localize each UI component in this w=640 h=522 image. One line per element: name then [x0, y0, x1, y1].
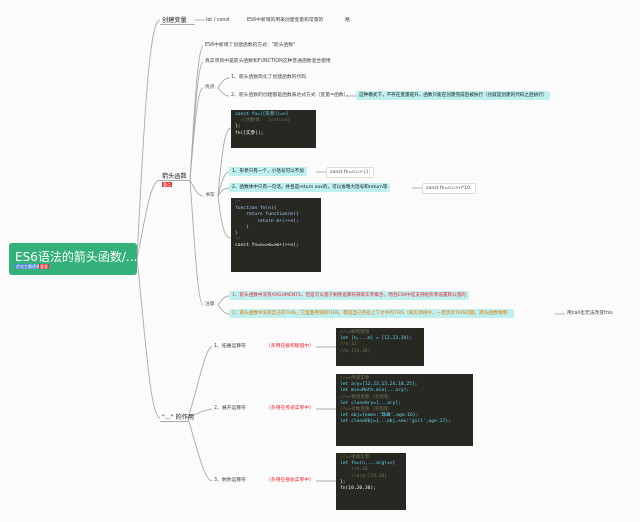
topic-arrow-function[interactable]: 箭头函数	[162, 173, 187, 180]
omitted-node[interactable]: 略	[345, 18, 350, 23]
pros-item-1[interactable]: 1、箭头函数简化了创建函数的代码	[231, 75, 307, 80]
syntax-label[interactable]: 书写	[205, 193, 215, 198]
syntax-example-1[interactable]: const fn=n=>{};	[326, 167, 375, 178]
syntax-rule-1[interactable]: 1、形参只有一个，小括号可以不加	[229, 167, 307, 176]
arrow-tag-key: 重点	[162, 182, 172, 187]
syntax-code-block-2: /* function fn(n){ return function(m){ r…	[231, 198, 321, 272]
topic-create-variable[interactable]: 创建变量	[162, 17, 187, 24]
dots-item-3-hint: （多用在接收实参中）	[266, 478, 314, 483]
note-this[interactable]: 2、箭头函数中没有自己的THIS，它里面用到的THIS，都是自己所处上下文中的T…	[229, 309, 515, 318]
dots-item-1-hint: （多用在解构赋值中）	[266, 344, 314, 349]
root-tag-theme: 优化主题逻辑	[15, 264, 41, 269]
notes-label[interactable]: 注意	[205, 302, 215, 307]
create-var-desc-node[interactable]: ES6中新增的用来创建变量和常量的	[247, 18, 324, 23]
root-topic[interactable]: ES6语法的箭头函数/... 优化主题逻辑 重要	[9, 243, 137, 275]
syntax-rule-2[interactable]: 2、函数体中只有一句话，并且是return xxx的，可以省略大括号和retur…	[229, 183, 391, 192]
dots-code-1: //=>解构赋值 let [n,...m] = [12,23,34]; //n:…	[336, 328, 424, 366]
dots-code-2: //=>传递实参 let ary=[12,23,13,24,10,25]; le…	[336, 374, 473, 446]
arrow-intro-node[interactable]: ES6中新增了创建函数的方式："箭头函数"	[205, 43, 296, 48]
root-tag-important: 重要	[39, 264, 49, 269]
syntax-code-block-1: const fn=([形参])=>{ //函数体 (return) }; fn(…	[231, 110, 316, 148]
arrow-mixed-use-node[interactable]: 真实项目中是箭头函数和FUNCTION这种普通函数混合使用	[205, 59, 331, 64]
let-const-node[interactable]: let / const	[206, 18, 230, 23]
dots-code-3: //=>接收实参 let fn=(n,...arg)=>{ //n:10 //a…	[336, 453, 406, 510]
pros-label[interactable]: 优点	[205, 85, 215, 90]
pros-highlight-note[interactable]: 这种模式下，不存在变量提升，函数只能在创建完成后被执行（也就是创建的代码之后执行…	[356, 91, 551, 100]
dots-item-1-label[interactable]: 1、拓展运算符	[214, 344, 246, 349]
note-arguments[interactable]: 1、箭头函数中没有ARGUMENTS，但是可以基于剩余运算符获取实参集合，而且E…	[229, 291, 469, 300]
dots-item-2-label[interactable]: 2、展开运算符	[214, 406, 246, 411]
topic-dots-usage[interactable]: "..." 的作用	[162, 414, 195, 421]
pros-item-2[interactable]: 2、箭头函数的创建都是函数表达式方式（变量=函数），	[231, 93, 351, 98]
dots-item-3-label[interactable]: 3、剩余运算符	[214, 478, 246, 483]
note-call-this[interactable]: 用call也无法改变this	[567, 311, 613, 316]
syntax-example-2[interactable]: const fn=n=>n*10;	[422, 183, 476, 194]
root-title: ES6语法的箭头函数/...	[15, 250, 138, 264]
dots-item-2-hint: （多用在传递实参中）	[266, 406, 314, 411]
